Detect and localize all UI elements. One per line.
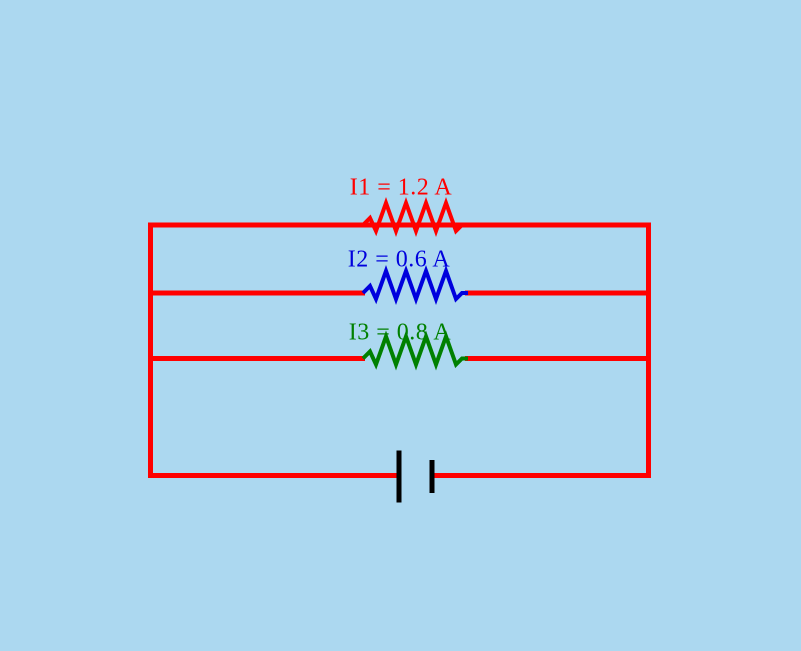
resistors [361, 197, 468, 371]
current-label-3: I3 = 0.8 A [349, 320, 452, 346]
current-label-1: I1 = 1.2 A [350, 175, 453, 201]
resistor-3-zigzag [361, 330, 468, 371]
battery [396, 450, 435, 503]
battery-positive-plate-icon [396, 450, 402, 503]
current-label-2: I2 = 0.6 A [348, 247, 451, 273]
current-labels: I1 = 1.2 A I2 = 0.6 A I3 = 0.8 A [348, 175, 453, 346]
resistor-1-zigzag [361, 197, 468, 237]
resistor-2-zigzag [361, 265, 468, 305]
battery-negative-plate-icon [429, 460, 435, 493]
